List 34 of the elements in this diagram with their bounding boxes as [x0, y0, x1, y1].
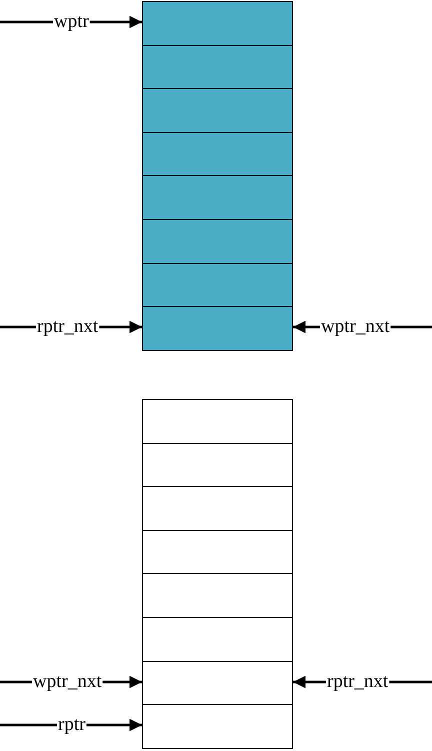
arrow	[293, 320, 320, 334]
memory-cell	[142, 88, 293, 133]
pointer-label: rptr_nxt	[326, 671, 390, 693]
memory-cell	[142, 262, 293, 308]
line	[389, 680, 432, 684]
pointer-label: wptr	[53, 11, 90, 33]
line	[0, 20, 53, 24]
arrow	[293, 676, 326, 688]
line	[0, 724, 57, 726]
memory-cell	[142, 219, 293, 264]
memory-cell	[142, 617, 293, 662]
line	[0, 326, 36, 328]
memory-cell	[142, 486, 293, 531]
memory-cell	[142, 660, 293, 706]
memory-cell	[142, 530, 293, 574]
arrow	[99, 320, 142, 334]
memory-cell	[142, 1, 293, 46]
pointer-label: rptr_nxt	[36, 316, 100, 338]
memory-cell	[142, 306, 293, 351]
memory-cell	[142, 442, 293, 488]
pointer-label: rptr	[57, 714, 86, 736]
pointer-label: wptr_nxt	[32, 671, 103, 693]
arrow	[102, 676, 142, 688]
memory-cell	[142, 132, 293, 176]
memory-cell	[142, 175, 293, 220]
arrow	[90, 16, 142, 28]
memory-cell	[142, 399, 293, 444]
line	[390, 326, 432, 328]
arrow	[86, 718, 142, 732]
memory-cell	[142, 573, 293, 618]
pointer-label: wptr_nxt	[320, 316, 391, 338]
memory-cell	[142, 44, 293, 90]
memory-cell	[142, 704, 293, 749]
line	[0, 680, 32, 684]
